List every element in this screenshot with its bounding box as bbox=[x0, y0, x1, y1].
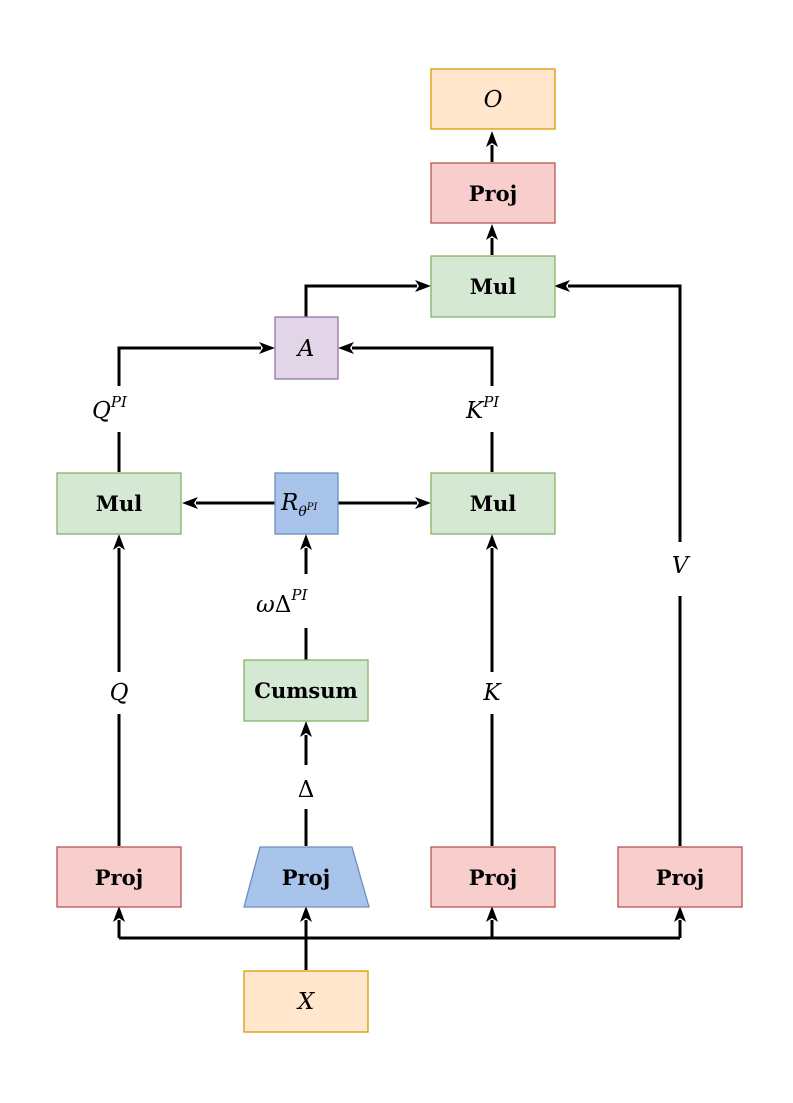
node-attention: A bbox=[274, 316, 339, 380]
label-k: K bbox=[482, 680, 502, 706]
label-q: Q bbox=[110, 680, 129, 706]
label-v: V bbox=[672, 553, 691, 579]
svg-text:A: A bbox=[296, 336, 315, 362]
node-x-input: X bbox=[243, 970, 369, 1033]
nodes: O Proj Mul A Mul RθPI bbox=[56, 68, 743, 1033]
node-proj-v: Proj bbox=[617, 846, 743, 908]
arrowhead-output bbox=[486, 131, 498, 147]
svg-text:Proj: Proj bbox=[656, 865, 704, 890]
svg-text:Mul: Mul bbox=[470, 491, 517, 516]
arrowhead-rotation-right bbox=[415, 497, 431, 509]
arrowhead-proj-v bbox=[674, 906, 686, 922]
edge-proj-v-to-mul-top bbox=[568, 284, 682, 846]
svg-text:Proj: Proj bbox=[469, 181, 517, 206]
node-proj-out: Proj bbox=[430, 162, 556, 224]
node-mul-left: Mul bbox=[56, 472, 182, 535]
svg-text:Proj: Proj bbox=[95, 865, 143, 890]
arrowhead-mul-right bbox=[486, 534, 498, 550]
svg-text:X: X bbox=[296, 989, 316, 1015]
node-mul-right: Mul bbox=[430, 472, 556, 535]
edge-labels: QPI KPI ωΔPI Δ Q K V bbox=[85, 386, 697, 809]
svg-text:O: O bbox=[484, 87, 503, 113]
node-mul-top: Mul bbox=[430, 255, 556, 318]
arrowhead-rotation-left bbox=[182, 497, 198, 509]
arrowhead-proj-delta bbox=[300, 906, 312, 922]
node-output: O bbox=[430, 68, 556, 130]
edge-attention-to-mul-top bbox=[304, 284, 417, 317]
svg-text:Mul: Mul bbox=[470, 274, 517, 299]
arrowhead-mul-top-left bbox=[415, 280, 431, 292]
arrowhead-rotation bbox=[300, 534, 312, 550]
label-omega-delta-pi: ωΔPI bbox=[256, 586, 308, 618]
arrowhead-proj-k bbox=[486, 906, 498, 922]
node-cumsum: Cumsum bbox=[243, 659, 369, 722]
svg-text:Mul: Mul bbox=[96, 491, 143, 516]
svg-text:Cumsum: Cumsum bbox=[254, 678, 358, 703]
node-proj-q: Proj bbox=[56, 846, 182, 908]
arrowhead-mul-top-right bbox=[554, 280, 570, 292]
arrowhead-proj-out bbox=[486, 224, 498, 240]
node-rotation: RθPI bbox=[274, 472, 339, 535]
arrowheads bbox=[113, 131, 686, 922]
edges bbox=[117, 145, 682, 970]
label-q-pi: QPI bbox=[92, 393, 128, 424]
node-proj-k: Proj bbox=[430, 846, 556, 908]
label-k-pi: KPI bbox=[465, 393, 500, 424]
arrowhead-attention-right bbox=[338, 342, 354, 354]
label-delta: Δ bbox=[298, 777, 315, 803]
arrowhead-attention-left bbox=[259, 342, 275, 354]
arrowhead-mul-left bbox=[113, 534, 125, 550]
node-proj-delta: Proj bbox=[243, 846, 370, 908]
arrowhead-proj-q bbox=[113, 906, 125, 922]
svg-text:Proj: Proj bbox=[282, 865, 330, 890]
arrowhead-cumsum bbox=[300, 721, 312, 737]
svg-text:Proj: Proj bbox=[469, 865, 517, 890]
rotation-label: RθPI bbox=[280, 490, 318, 520]
